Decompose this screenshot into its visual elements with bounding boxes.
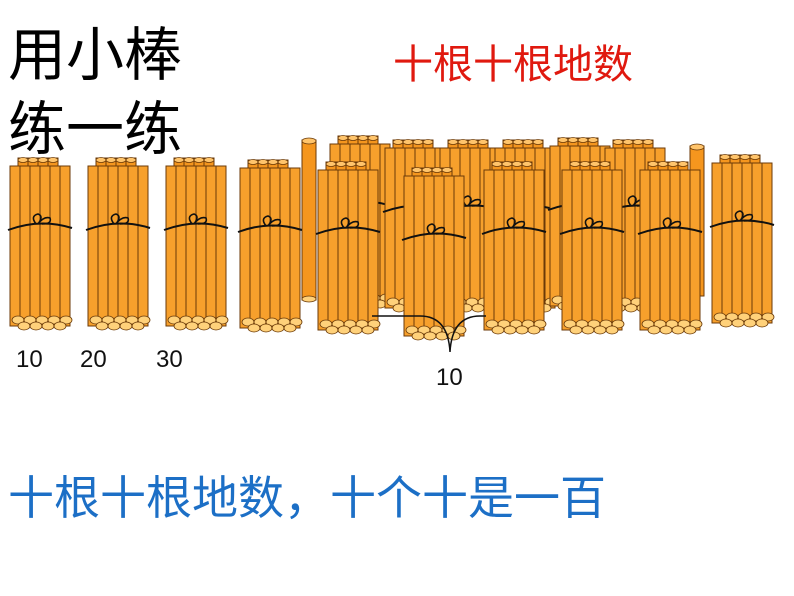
stick-bundle-icon <box>237 158 303 333</box>
subtitle: 十根十根地数 <box>393 42 633 88</box>
bundle-count-label: 10 <box>16 346 43 373</box>
stick-bundle-icon <box>709 153 775 328</box>
bundle-count-label: 20 <box>80 346 107 373</box>
stick-bundle-icon <box>637 160 703 335</box>
loose-stick-icon <box>301 137 317 303</box>
stick-bundle-icon <box>163 156 229 331</box>
stick-bundle-icon <box>85 156 151 331</box>
bundle-count-label: 30 <box>156 346 183 373</box>
group-count-label: 10 <box>436 364 463 391</box>
stick-bundle-icon <box>7 156 73 331</box>
stick-bundle-icon <box>315 160 381 335</box>
page-title: 用小棒 练一练 <box>8 21 183 163</box>
stick-bundle-icon <box>559 160 625 335</box>
group-bracket <box>372 315 486 353</box>
stick-bundle-icon <box>401 166 467 341</box>
stick-bundle-icon <box>481 160 547 335</box>
caption: 十根十根地数，十个十是一百 <box>8 471 606 525</box>
